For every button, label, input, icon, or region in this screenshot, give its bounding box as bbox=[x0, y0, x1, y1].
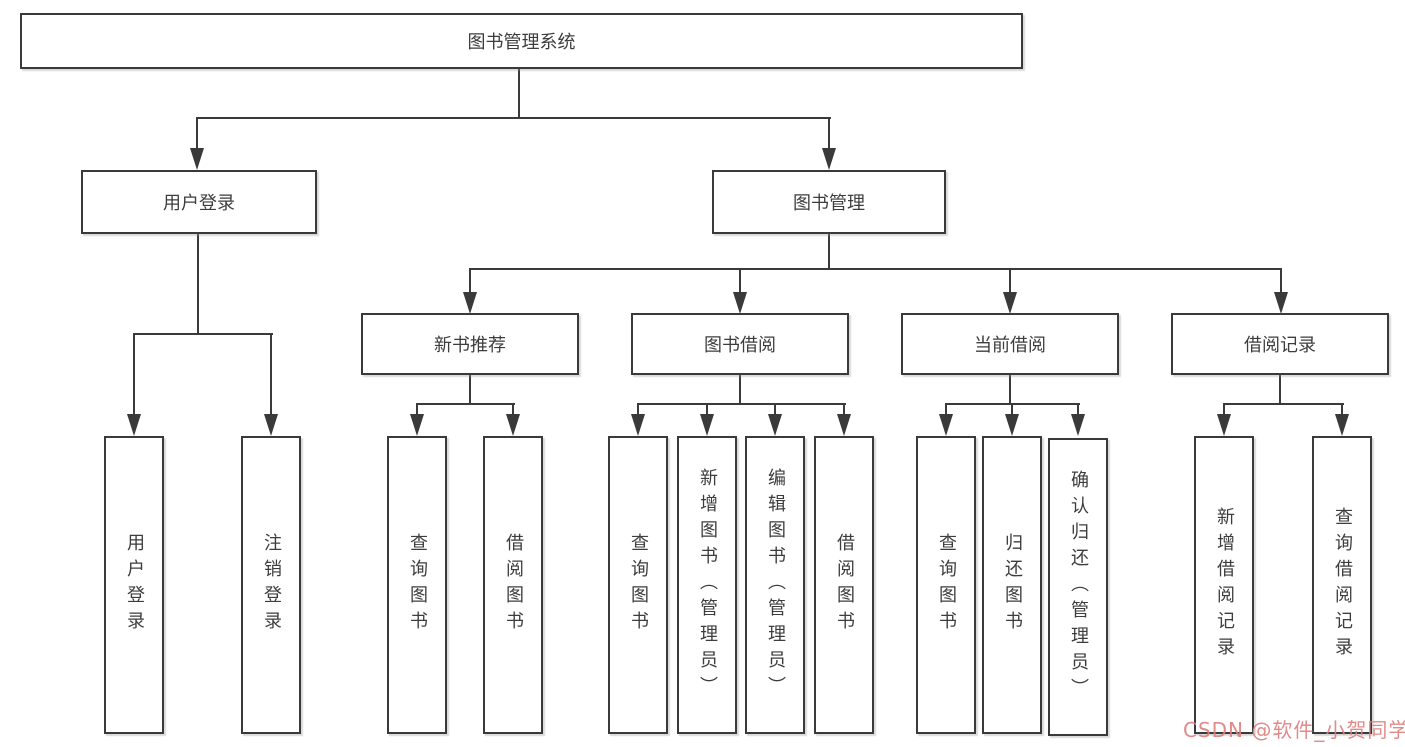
arrowhead-down bbox=[1003, 292, 1017, 314]
connector bbox=[1279, 375, 1281, 404]
connector bbox=[416, 404, 418, 416]
connector bbox=[1223, 403, 1344, 405]
connector bbox=[469, 269, 471, 293]
connector bbox=[739, 375, 741, 404]
leaf-borrow-books: 借阅图书 bbox=[483, 436, 543, 734]
arrowhead-down bbox=[733, 292, 747, 314]
arrowhead-down bbox=[190, 148, 204, 170]
leaf-add-book-admin: 新增图书（管理员） bbox=[677, 436, 737, 734]
connector bbox=[133, 333, 273, 335]
leaf-borrow-books-2: 借阅图书 bbox=[814, 436, 874, 734]
node-label: 图书借阅 bbox=[704, 335, 776, 356]
node-current-borrowing: 当前借阅 bbox=[901, 313, 1119, 375]
leaf-label: 借阅图书 bbox=[834, 533, 855, 637]
leaf-user-login: 用户登录 bbox=[104, 436, 164, 734]
arrowhead-down bbox=[822, 148, 836, 170]
connector bbox=[518, 69, 520, 118]
connector bbox=[706, 404, 708, 416]
connector bbox=[1280, 269, 1282, 293]
node-book-borrowing: 图书借阅 bbox=[631, 313, 849, 375]
leaf-label: 注销登录 bbox=[261, 533, 282, 637]
connector bbox=[843, 404, 845, 416]
leaf-query-books: 查询图书 bbox=[387, 436, 447, 734]
connector bbox=[828, 234, 830, 269]
connector bbox=[196, 118, 198, 150]
node-borrowing-records: 借阅记录 bbox=[1171, 313, 1389, 375]
arrowhead-down bbox=[127, 414, 141, 436]
node-label: 借阅记录 bbox=[1244, 335, 1316, 356]
connector bbox=[739, 269, 741, 293]
arrowhead-down bbox=[631, 414, 645, 436]
arrowhead-down bbox=[939, 414, 953, 436]
leaf-confirm-return-admin: 确认归还（管理员） bbox=[1048, 438, 1108, 736]
node-book-management: 图书管理 bbox=[712, 170, 946, 234]
node-user-login: 用户登录 bbox=[81, 170, 317, 234]
connector bbox=[1011, 404, 1013, 416]
arrowhead-down bbox=[463, 292, 477, 314]
arrowhead-down bbox=[1005, 414, 1019, 436]
connector bbox=[197, 234, 199, 334]
leaf-logout: 注销登录 bbox=[241, 436, 301, 734]
leaf-label: 查询借阅记录 bbox=[1332, 507, 1353, 663]
leaf-label: 编辑图书（管理员） bbox=[765, 468, 786, 702]
arrowhead-down bbox=[700, 414, 714, 436]
leaf-label: 确认归还（管理员） bbox=[1068, 470, 1089, 704]
leaf-label: 借阅图书 bbox=[503, 533, 524, 637]
arrowhead-down bbox=[410, 414, 424, 436]
leaf-label: 归还图书 bbox=[1002, 533, 1023, 637]
connector bbox=[512, 404, 514, 416]
leaf-query-books-3: 查询图书 bbox=[916, 436, 976, 734]
connector bbox=[270, 334, 272, 416]
connector bbox=[196, 117, 831, 119]
connector bbox=[828, 118, 830, 150]
connector bbox=[469, 268, 1282, 270]
arrowhead-down bbox=[506, 414, 520, 436]
arrowhead-down bbox=[264, 414, 278, 436]
node-label: 当前借阅 bbox=[974, 335, 1046, 356]
connector bbox=[469, 375, 471, 404]
connector bbox=[1009, 375, 1011, 404]
leaf-label: 查询图书 bbox=[936, 533, 957, 637]
connector bbox=[1223, 404, 1225, 416]
connector bbox=[637, 403, 846, 405]
connector bbox=[1077, 404, 1079, 416]
leaf-label: 新增图书（管理员） bbox=[697, 468, 718, 702]
connector bbox=[945, 404, 947, 416]
node-library-management-system: 图书管理系统 bbox=[20, 13, 1023, 69]
leaf-query-borrowing-record: 查询借阅记录 bbox=[1312, 436, 1372, 734]
leaf-label: 查询图书 bbox=[407, 533, 428, 637]
node-label: 图书管理系统 bbox=[467, 32, 576, 53]
arrowhead-down bbox=[1217, 414, 1231, 436]
arrowhead-down bbox=[1071, 414, 1085, 436]
node-label: 新书推荐 bbox=[434, 335, 506, 356]
leaf-return-books: 归还图书 bbox=[982, 436, 1042, 734]
connector bbox=[416, 403, 515, 405]
connector bbox=[774, 404, 776, 416]
arrowhead-down bbox=[768, 414, 782, 436]
leaf-query-books-2: 查询图书 bbox=[608, 436, 668, 734]
arrowhead-down bbox=[1274, 292, 1288, 314]
arrowhead-down bbox=[1335, 414, 1349, 436]
leaf-label: 查询图书 bbox=[628, 533, 649, 637]
node-label: 用户登录 bbox=[163, 193, 235, 214]
csdn-watermark: CSDN @软件_小贺同学 bbox=[1183, 718, 1405, 742]
leaf-add-borrowing-record: 新增借阅记录 bbox=[1194, 436, 1254, 734]
connector bbox=[1009, 269, 1011, 293]
connector bbox=[1341, 404, 1343, 416]
leaf-edit-book-admin: 编辑图书（管理员） bbox=[745, 436, 805, 734]
connector bbox=[133, 334, 135, 416]
node-label: 图书管理 bbox=[793, 193, 865, 214]
leaf-label: 用户登录 bbox=[124, 533, 145, 637]
leaf-label: 新增借阅记录 bbox=[1214, 507, 1235, 663]
node-new-book-recommendation: 新书推荐 bbox=[361, 313, 579, 375]
arrowhead-down bbox=[837, 414, 851, 436]
connector bbox=[637, 404, 639, 416]
